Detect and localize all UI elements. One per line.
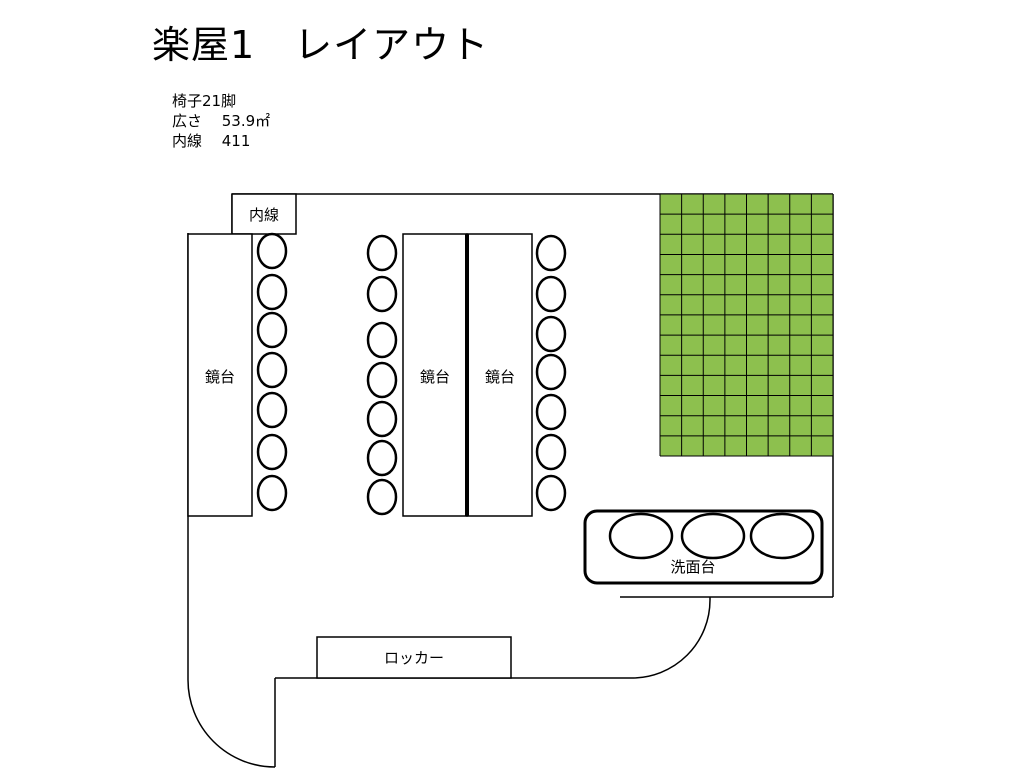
washbasin-label: 洗面台 — [670, 558, 715, 576]
locker: ロッカー — [316, 636, 512, 679]
chair-count-text: 椅子21脚 — [172, 92, 237, 110]
chair-icon — [366, 400, 398, 438]
chair-icon — [535, 433, 567, 471]
green-area — [659, 193, 834, 457]
chair-icon — [256, 391, 288, 429]
page-title: 楽屋1 レイアウト — [152, 23, 490, 67]
washbasin: 洗面台 — [583, 509, 824, 585]
chair-icon — [256, 311, 288, 349]
chair-icon — [535, 315, 567, 353]
chairs-column-center — [366, 234, 398, 516]
chair-icon — [256, 273, 288, 311]
mirror-left-label: 鏡台 — [205, 368, 235, 386]
washbasin-sinks — [608, 512, 815, 560]
chair-icon — [256, 433, 288, 471]
chair-icon — [256, 351, 288, 389]
mirror-divider — [465, 234, 469, 516]
wall-bottom-left-arc — [187, 679, 276, 768]
extension-number-text: 内線 411 — [172, 132, 251, 150]
extension-box: 内線 — [231, 193, 297, 235]
mirror-table-center-right: 鏡台 — [466, 233, 533, 517]
chair-icon — [535, 234, 567, 272]
chair-icon — [366, 275, 398, 313]
locker-label: ロッカー — [384, 649, 444, 667]
chairs-column-left — [256, 232, 288, 512]
chair-icon — [366, 321, 398, 359]
sink-icon — [680, 512, 746, 560]
chair-icon — [535, 474, 567, 512]
chair-icon — [535, 393, 567, 431]
sink-icon — [749, 512, 815, 560]
chair-icon — [366, 439, 398, 477]
chair-icon — [366, 361, 398, 399]
chair-icon — [366, 478, 398, 516]
chair-icon — [256, 232, 288, 270]
chair-icon — [535, 275, 567, 313]
mirror-center-right-label: 鏡台 — [485, 368, 515, 386]
sink-icon — [608, 512, 674, 560]
chair-icon — [366, 234, 398, 272]
mirror-table-left: 鏡台 — [187, 233, 253, 517]
wall-bottom-curve — [275, 597, 711, 679]
extension-box-label: 内線 — [249, 206, 279, 224]
mirror-center-left-label: 鏡台 — [420, 368, 450, 386]
chairs-column-right — [535, 234, 567, 512]
area-text: 広さ 53.9㎡ — [172, 112, 271, 130]
chair-icon — [256, 474, 288, 512]
mirror-table-center-left: 鏡台 — [402, 233, 468, 517]
chair-icon — [535, 353, 567, 391]
green-area-grid — [659, 193, 834, 457]
